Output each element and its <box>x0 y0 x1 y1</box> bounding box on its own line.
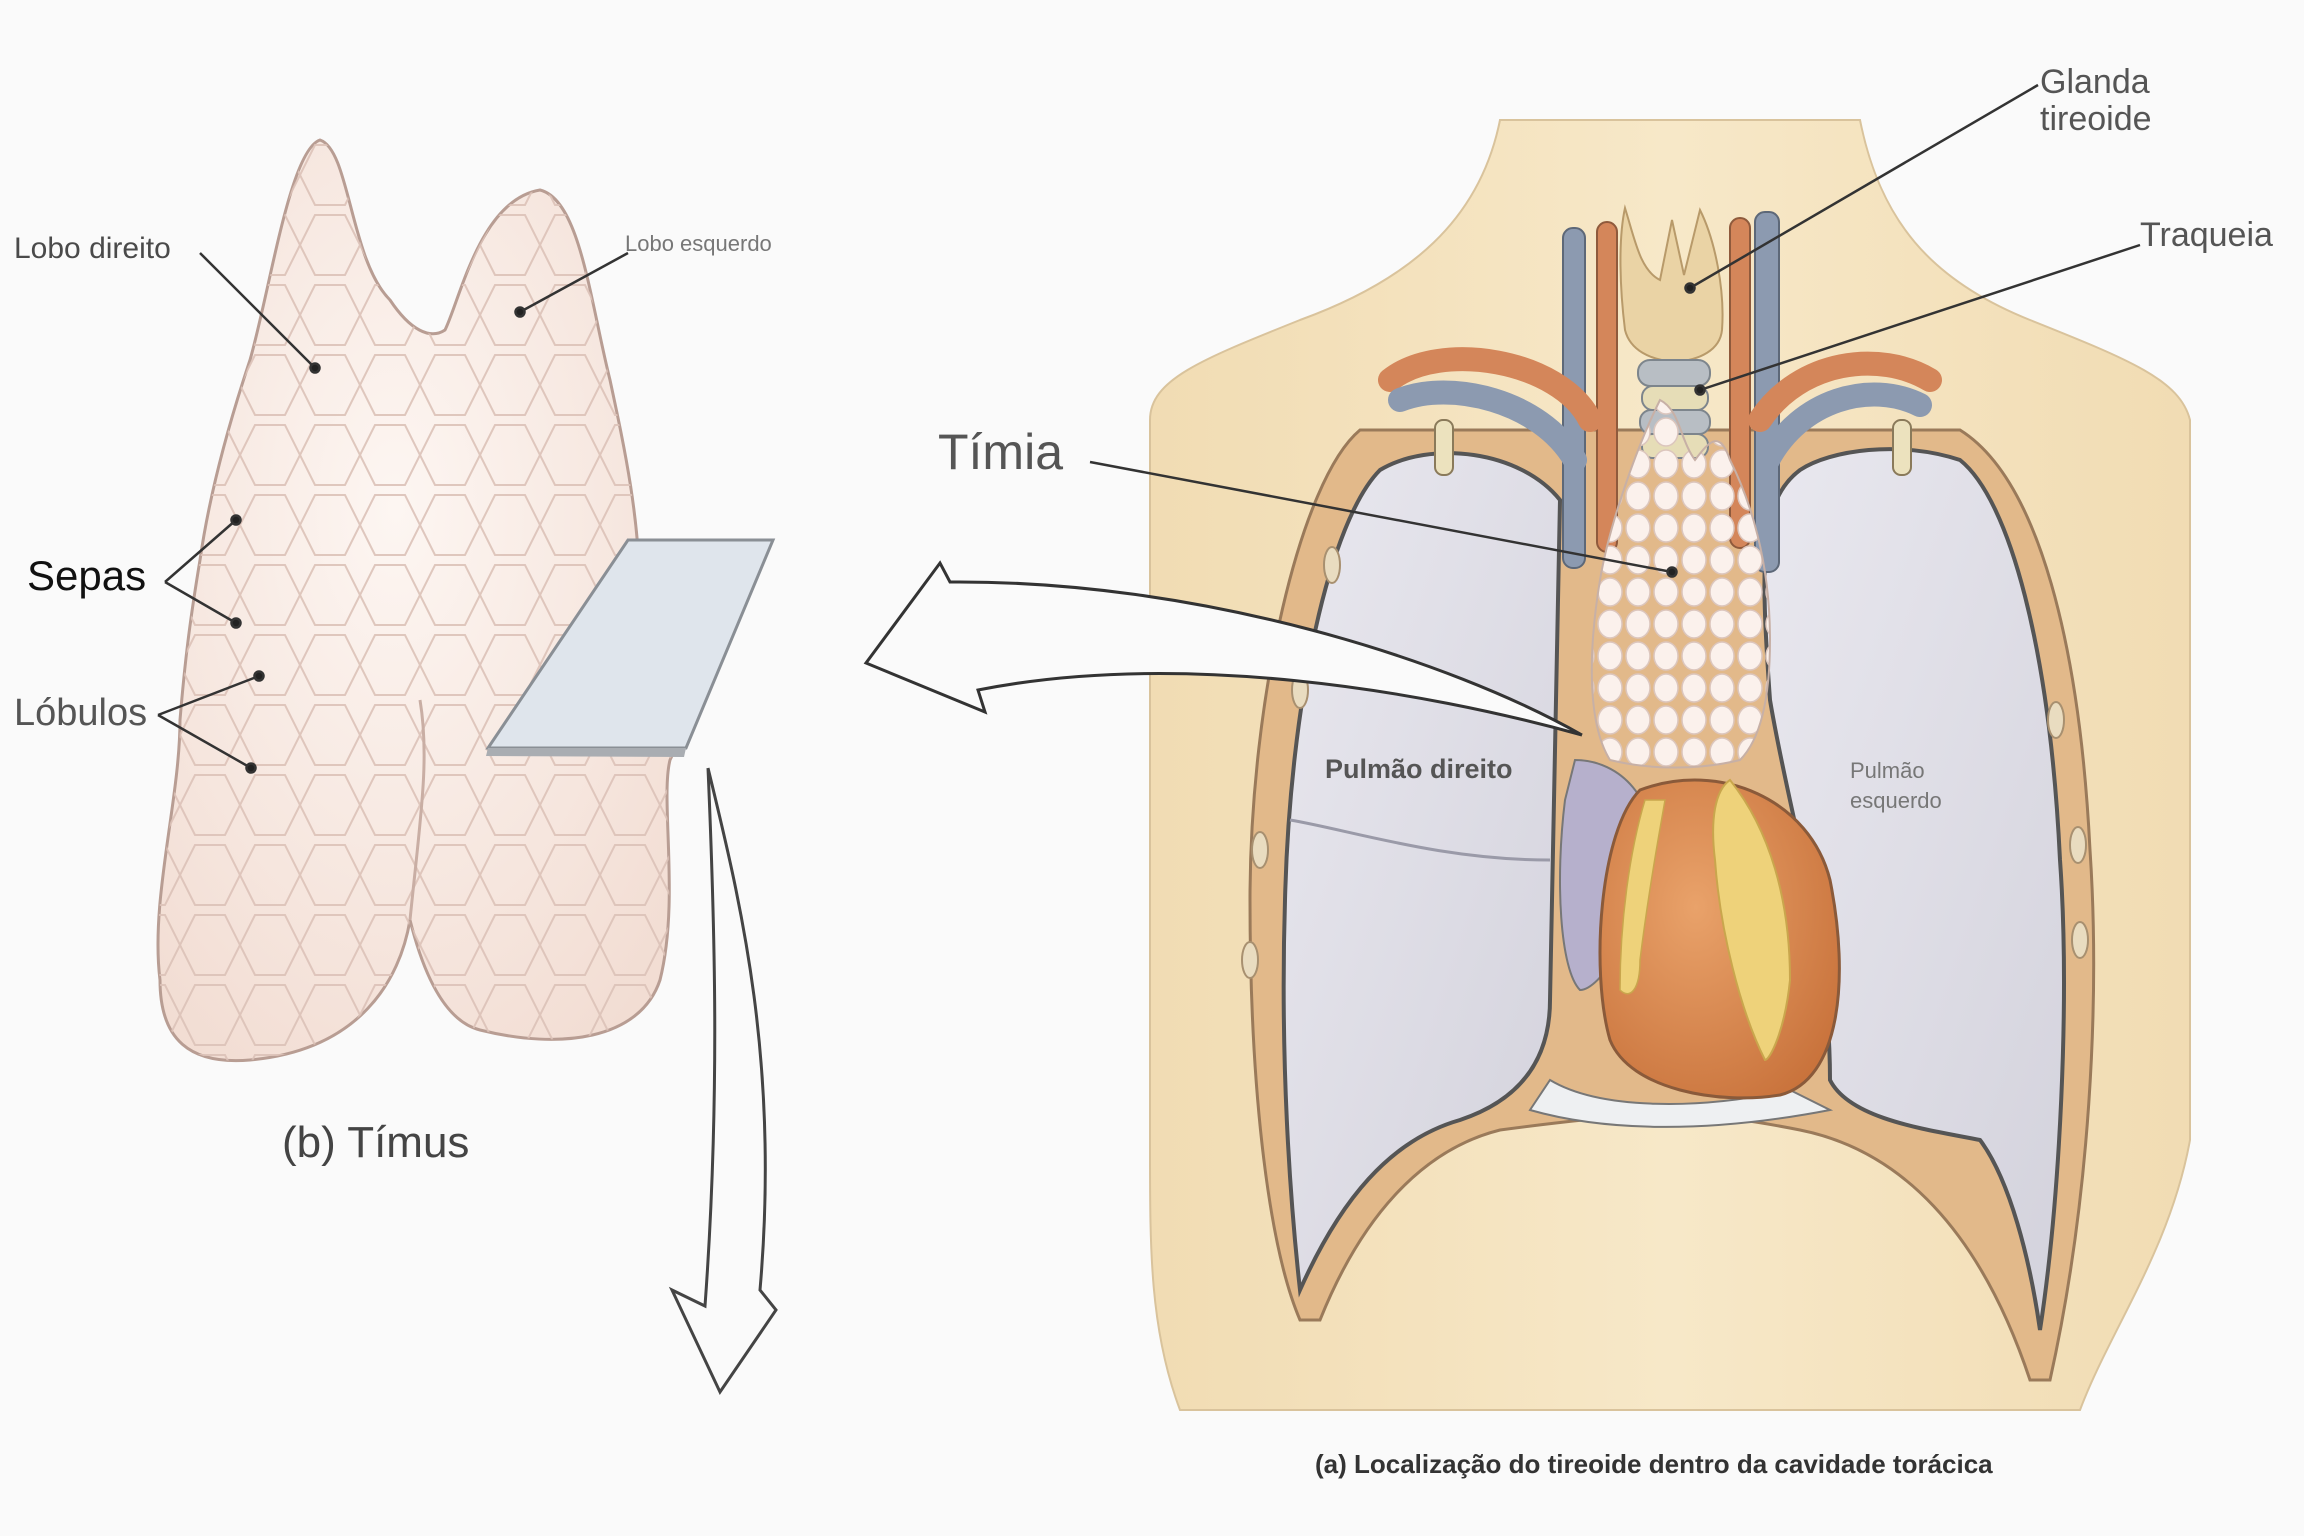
label-lobo-direito: Lobo direito <box>14 232 171 265</box>
panel-b-leader-lines <box>157 251 629 774</box>
label-lobo-esquerdo: Lobo esquerdo <box>625 231 772 256</box>
caption-panel-a: (a) Localização do tireoide dentro da ca… <box>1315 1449 1993 1479</box>
down-arrow <box>668 767 778 1396</box>
label-glanda-line1: Glanda <box>2040 63 2150 101</box>
section-slide <box>485 538 776 757</box>
label-pulmao-direito: Pulmão direito <box>1325 754 1513 784</box>
label-pulmao-esquerdo: Pulmão esquerdo <box>1850 756 1942 815</box>
label-sepas: Sepas <box>27 552 147 599</box>
thymus-in-chest-shape <box>1590 398 1772 769</box>
neck-vessels <box>1378 211 1942 573</box>
thymus-detail-illustration <box>156 138 689 1063</box>
label-glanda-tireoide: Glanda tireoide <box>2040 63 2152 139</box>
torso-illustration <box>1149 119 2191 1411</box>
panel-a-leader-lines <box>1089 83 2141 578</box>
label-pulmao-esquerdo-line1: Pulmão <box>1850 758 1925 783</box>
label-lobulos: Lóbulos <box>14 692 148 734</box>
label-timia: Tímia <box>938 424 1063 480</box>
label-traqueia: Traqueia <box>2140 216 2273 254</box>
caption-panel-b: (b) Tímus <box>282 1118 470 1167</box>
label-pulmao-esquerdo-line2: esquerdo <box>1850 787 1942 813</box>
label-glanda-line2: tireoide <box>2040 100 2152 139</box>
thyroid-gland-shape <box>1619 204 1724 364</box>
curved-arrow-to-detail <box>863 560 1583 737</box>
